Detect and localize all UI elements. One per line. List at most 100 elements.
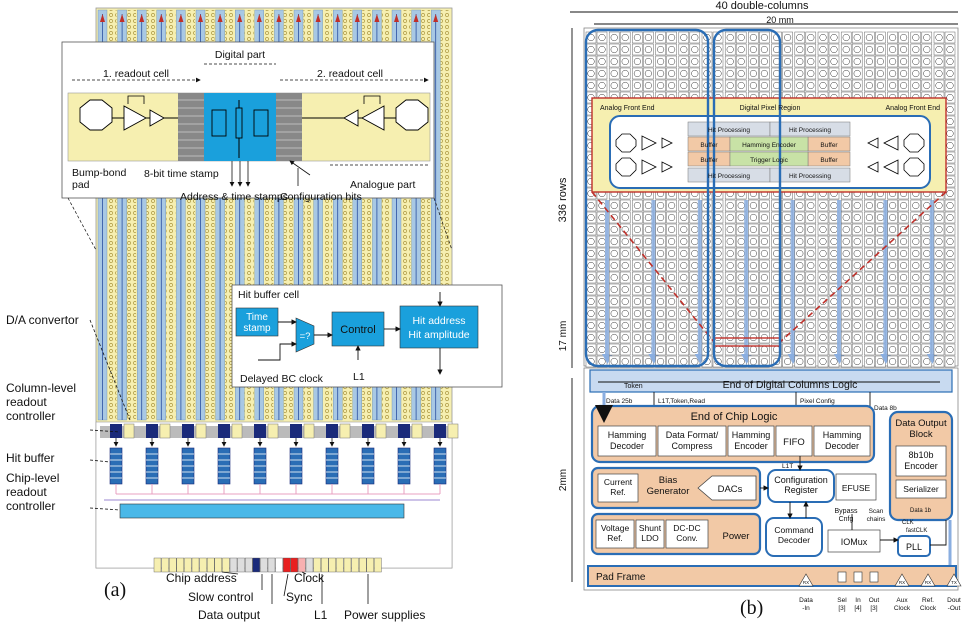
da-convertor-cell xyxy=(195,423,207,439)
pixel-circle xyxy=(657,249,665,258)
column-controller xyxy=(290,424,302,438)
pixel-circle xyxy=(796,213,804,222)
pixel-circle xyxy=(946,333,954,342)
pixel-circle xyxy=(668,261,676,270)
pin-in: In[4] xyxy=(854,597,861,612)
hit-address-block xyxy=(399,305,479,349)
pixel-circle xyxy=(819,357,827,366)
pixel-circle xyxy=(633,333,641,342)
pixel-circle xyxy=(610,81,618,90)
pin-buffer-icon xyxy=(946,573,962,587)
pixel-circle xyxy=(865,321,873,330)
up-arrow-icon xyxy=(394,14,399,22)
pixel-circle xyxy=(923,285,931,294)
pixel-circle xyxy=(796,321,804,330)
pixel-circle xyxy=(691,33,699,42)
pixel-circle xyxy=(842,81,850,90)
pad-frame-text: Pad Frame xyxy=(596,572,646,583)
pad xyxy=(244,557,253,573)
pixel-circle xyxy=(842,225,850,234)
comparator-block xyxy=(295,317,315,353)
pixel-circle xyxy=(935,201,943,210)
pixel-circle xyxy=(935,309,943,318)
pixel-circle xyxy=(876,273,884,282)
caption-b: (b) xyxy=(740,597,763,619)
pixel-circle xyxy=(621,33,629,42)
fastclk-text: fastCLK xyxy=(906,528,927,534)
pad xyxy=(237,557,245,573)
pixel-circle xyxy=(610,333,618,342)
pixel-circle xyxy=(644,249,652,258)
caption-a: (a) xyxy=(104,579,126,601)
pixel-circle xyxy=(807,321,815,330)
pixel-circle xyxy=(587,201,595,210)
pixel-circle xyxy=(598,357,606,366)
pixel-circle xyxy=(842,249,850,258)
fifo-block xyxy=(775,425,813,457)
pixel-circle xyxy=(668,81,676,90)
pixel-circle xyxy=(876,297,884,306)
dcdc-block xyxy=(665,519,709,549)
dacs-block xyxy=(697,475,757,501)
pixel-dots xyxy=(342,10,352,420)
pixel-circle xyxy=(842,357,850,366)
pixel-circle xyxy=(889,45,897,54)
pin-buffer-icon xyxy=(798,573,814,587)
pixel-circle xyxy=(726,45,734,54)
pixel-circle xyxy=(900,285,908,294)
pixel-circle xyxy=(714,261,722,270)
pixel-circle xyxy=(726,225,734,234)
pixel-circle xyxy=(714,237,722,246)
pixel-circle xyxy=(726,201,734,210)
pixel-circle xyxy=(876,309,884,318)
pixel-circle xyxy=(865,225,873,234)
pixel-circle xyxy=(610,261,618,270)
pixel-circle xyxy=(807,285,815,294)
pixel-circle xyxy=(946,33,954,42)
pixel-circle xyxy=(876,225,884,234)
pixel-circle xyxy=(726,237,734,246)
pixel-circle xyxy=(657,357,665,366)
pixel-circle xyxy=(737,201,745,210)
pixel-circle xyxy=(657,201,665,210)
controller-area xyxy=(95,421,453,569)
pixel-circle xyxy=(935,297,943,306)
pixel-circle xyxy=(946,237,954,246)
pixel-circle xyxy=(912,33,920,42)
pixel-dots xyxy=(421,10,431,420)
pin-data-in: Data-In xyxy=(799,597,813,612)
pixel-circle xyxy=(796,285,804,294)
pixel-circle xyxy=(714,213,722,222)
left-config-bits xyxy=(178,93,204,161)
pixel-circle xyxy=(946,225,954,234)
pixel-circle xyxy=(842,69,850,78)
pixel-circle xyxy=(784,321,792,330)
column-controller xyxy=(434,424,446,438)
pixel-circle xyxy=(598,297,606,306)
pixel-config-label: Pixel Config xyxy=(800,398,835,405)
pixel-circle xyxy=(760,237,768,246)
pixel-circle xyxy=(830,309,838,318)
pixel-circle xyxy=(807,69,815,78)
pad xyxy=(252,557,261,573)
pixel-circle xyxy=(749,309,757,318)
pixel-circle xyxy=(900,321,908,330)
pixel-circle xyxy=(946,273,954,282)
pixel-circle xyxy=(726,69,734,78)
pixel-circle xyxy=(923,213,931,222)
pixel-circle xyxy=(784,309,792,318)
pixel-dots xyxy=(303,10,313,420)
pixel-circle xyxy=(923,345,931,354)
pixel-circle xyxy=(691,213,699,222)
pixel-circle xyxy=(749,213,757,222)
pixel-columns xyxy=(97,9,450,421)
pixel-circle xyxy=(876,321,884,330)
panel-a xyxy=(61,7,503,604)
pixel-circle xyxy=(644,273,652,282)
afe-left-label: Analog Front End xyxy=(600,105,655,112)
pixel-circle xyxy=(680,69,688,78)
pixel-circle xyxy=(610,213,618,222)
pixel-circle xyxy=(889,57,897,66)
pixel-circle xyxy=(633,297,641,306)
